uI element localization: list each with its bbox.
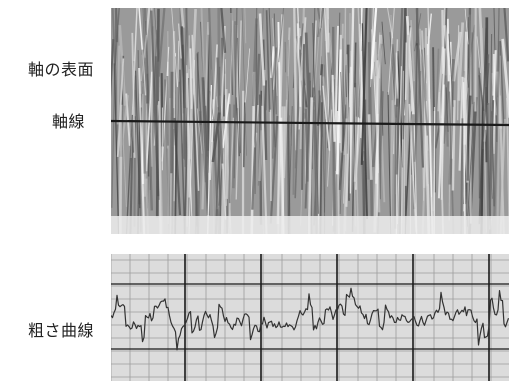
axis-line [111,119,509,127]
roughness-curve-label: 粗さ曲線 [28,321,95,340]
surface-bottom-edge [111,216,509,234]
roughness-chart [111,254,509,381]
axis-line-label: 軸線 [52,112,86,131]
roughness-chart-plot [111,254,509,381]
roughness-trace [111,287,509,351]
shaft-surface-texture [111,8,509,234]
shaft-surface-label: 軸の表面 [28,60,95,79]
chart-background [111,254,509,381]
shaft-surface-image [111,8,509,234]
